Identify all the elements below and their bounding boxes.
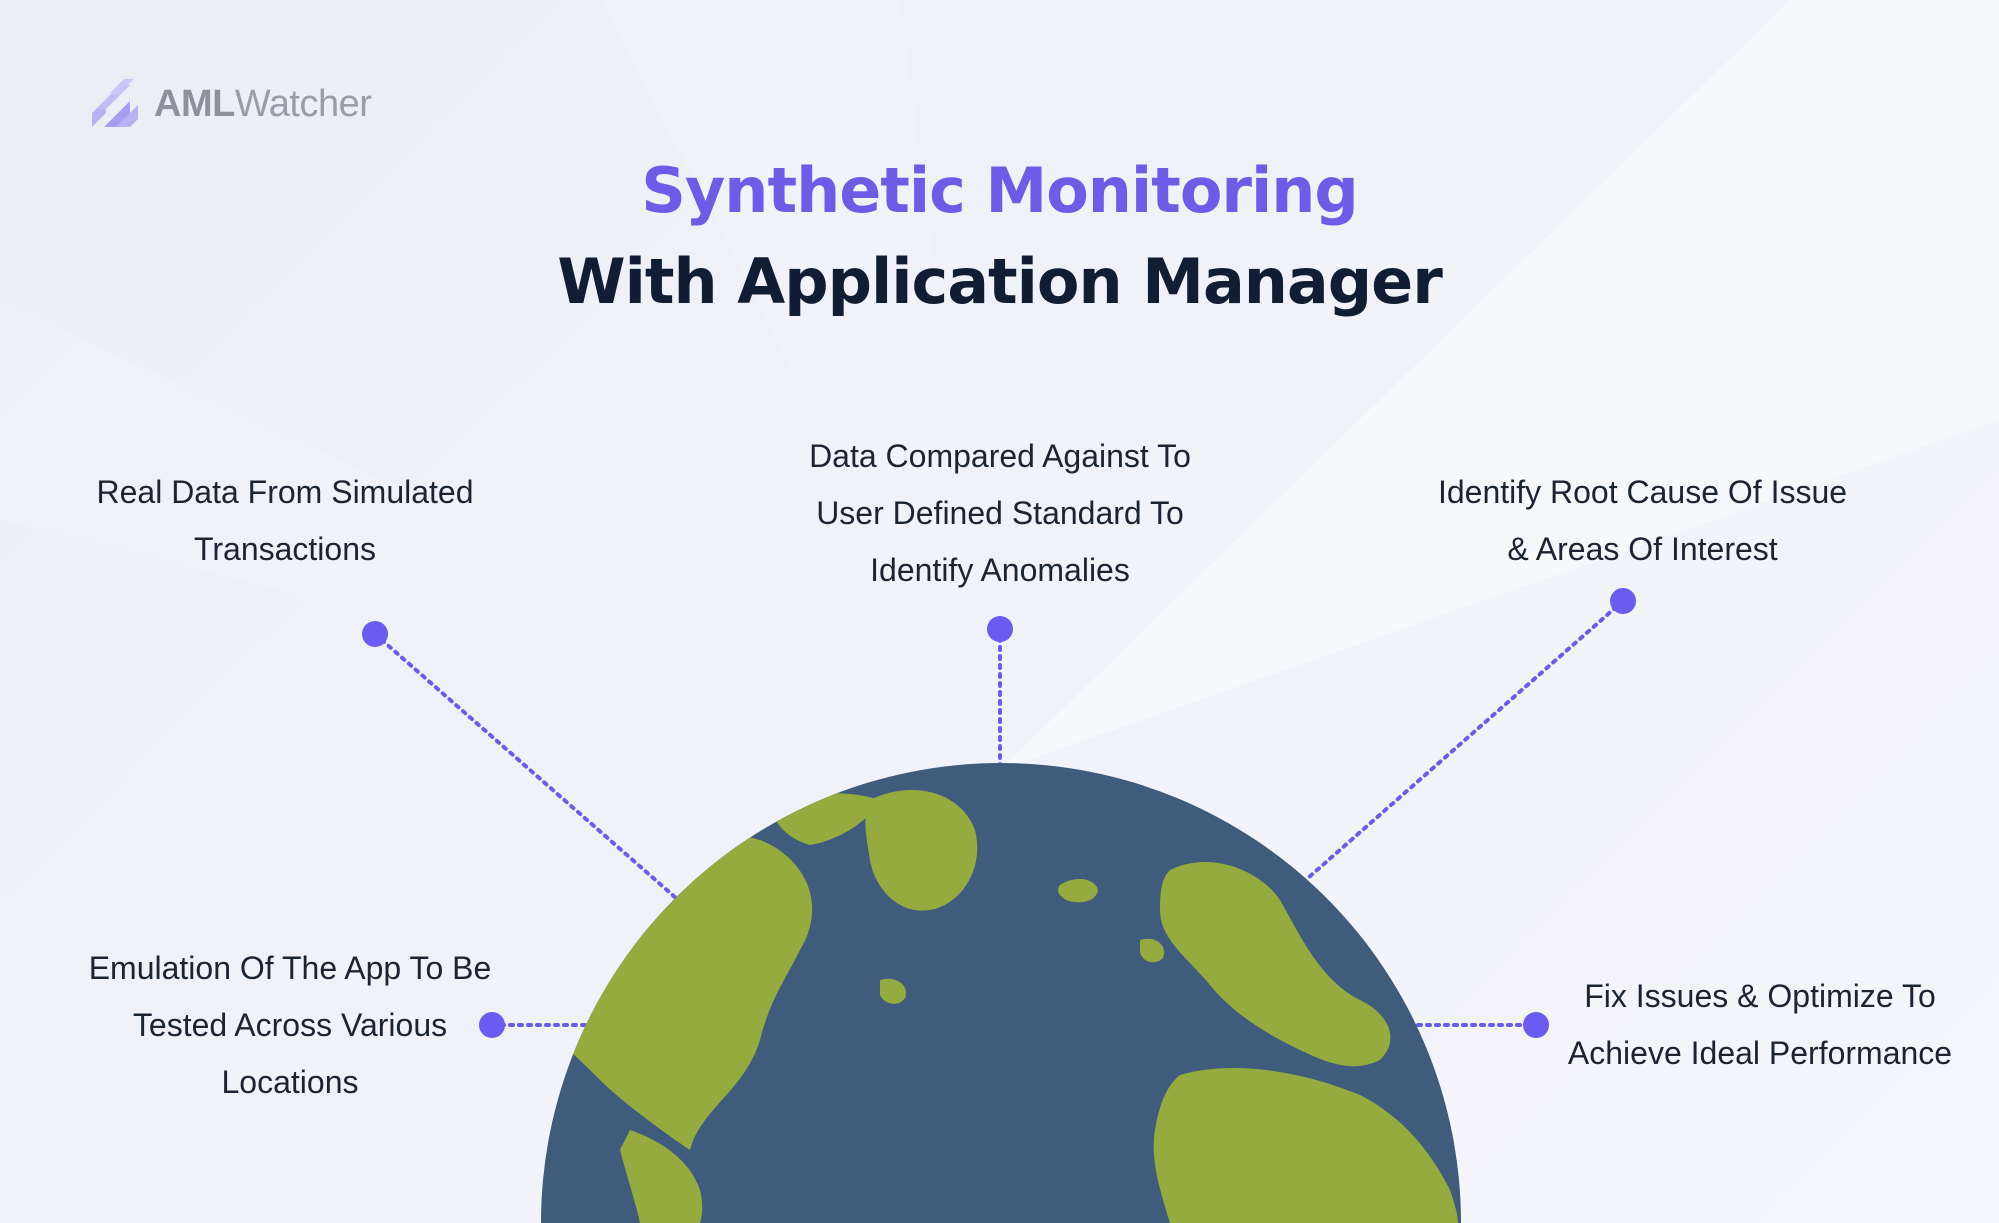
point-data-compared: Data Compared Against To User Defined St… bbox=[750, 428, 1250, 599]
continent-caribbean bbox=[880, 978, 906, 1004]
point-fix-issues: Fix Issues & Optimize To Achieve Ideal P… bbox=[1525, 968, 1995, 1082]
continent-central-america bbox=[620, 1130, 703, 1223]
point-text-line: Data Compared Against To bbox=[809, 438, 1191, 474]
point-text-line: Transactions bbox=[194, 531, 376, 567]
point-text-line: Real Data From Simulated bbox=[96, 474, 474, 510]
point-text-line: User Defined Standard To bbox=[816, 495, 1184, 531]
page-title-secondary: With Application Manager bbox=[557, 245, 1443, 318]
brand-name: AMLWatcher bbox=[154, 82, 372, 126]
brand-logo[interactable]: AMLWatcher bbox=[90, 78, 372, 130]
point-text-line: & Areas Of Interest bbox=[1507, 531, 1778, 567]
brand-name-bold: AML bbox=[154, 82, 235, 125]
connector-dot-1 bbox=[362, 621, 388, 647]
continent-greenland bbox=[865, 790, 978, 911]
point-text-line: Identify Anomalies bbox=[870, 552, 1130, 588]
brand-name-light: Watcher bbox=[234, 82, 372, 125]
connector-line-3 bbox=[1306, 599, 1625, 880]
continent-islands bbox=[1140, 938, 1165, 963]
connector-dot-3 bbox=[1610, 588, 1636, 614]
point-text-line: Emulation Of The App To Be bbox=[88, 950, 492, 986]
point-emulation: Emulation Of The App To Be Tested Across… bbox=[40, 940, 540, 1111]
connector-dot-2 bbox=[987, 616, 1013, 642]
point-root-cause: Identify Root Cause Of Issue & Areas Of … bbox=[1400, 464, 1885, 578]
page-title-primary: Synthetic Monitoring bbox=[641, 154, 1359, 227]
point-text-line: Fix Issues & Optimize To bbox=[1584, 978, 1936, 1014]
point-simulated-transactions: Real Data From Simulated Transactions bbox=[60, 464, 510, 578]
continent-europe bbox=[1160, 861, 1391, 1067]
continent-iceland bbox=[1058, 878, 1098, 903]
connector-dot-5 bbox=[1523, 1012, 1549, 1038]
point-text-line: Identify Root Cause Of Issue bbox=[1437, 474, 1848, 510]
point-text-line: Achieve Ideal Performance bbox=[1567, 1035, 1953, 1071]
connector-dot-4 bbox=[479, 1012, 505, 1038]
point-text-line: Tested Across Various bbox=[132, 1007, 448, 1043]
connector-line-1 bbox=[373, 632, 678, 900]
continent-africa bbox=[1153, 1067, 1458, 1223]
point-text-line: Locations bbox=[221, 1064, 359, 1100]
striped-slash-logo-icon bbox=[92, 79, 138, 127]
